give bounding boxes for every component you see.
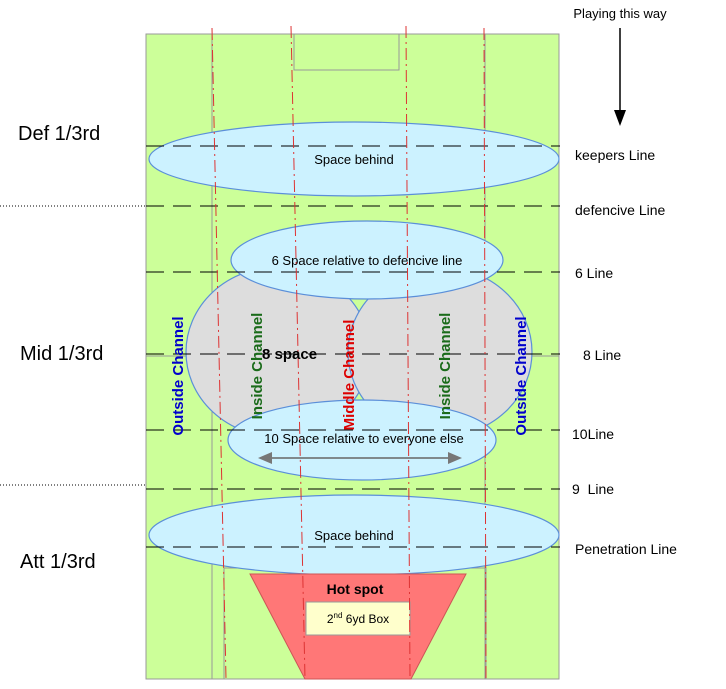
- arrow-left-head: [258, 452, 272, 464]
- space-10-label: 10 Space relative to everyone else: [264, 431, 463, 446]
- outside-channel-left-label: Outside Channel: [170, 316, 187, 435]
- nine-line-label: 9 Line: [572, 481, 614, 497]
- channel-line-3: [405, 25, 411, 680]
- space-6-zone: [230, 220, 504, 300]
- eight-line-label: 8 Line: [583, 347, 621, 363]
- ten-line-label: 10Line: [572, 426, 614, 442]
- def-third-label: Def 1/3rd: [18, 123, 100, 145]
- middle-channel-label: Middle Channel: [341, 320, 358, 431]
- space-behind-bottom-label: Space behind: [314, 528, 394, 543]
- keepers-line-label: keepers Line: [575, 147, 655, 163]
- space-8-label: 8 space: [262, 346, 317, 363]
- channel-line-2: [290, 25, 306, 680]
- inside-channel-right-label: Inside Channel: [437, 313, 454, 420]
- hot-spot-label: Hot spot: [327, 581, 384, 597]
- defensive-line-label: defencive Line: [575, 202, 666, 218]
- space-10-zone: [227, 399, 497, 481]
- top-goal-box: [293, 33, 400, 71]
- direction-label: Playing this way: [573, 6, 667, 21]
- inside-channel-left-label: Inside Channel: [249, 313, 266, 420]
- space-behind-top-label: Space behind: [314, 152, 394, 167]
- second-6yd-box-label: 2nd 6yd Box: [327, 611, 389, 626]
- direction-arrow-head: [614, 110, 626, 126]
- penetration-line-label: Penetration Line: [575, 541, 677, 557]
- six-line-label: 6 Line: [575, 265, 613, 281]
- space-behind-top-zone: [148, 121, 560, 197]
- second-6yd-box: [305, 601, 411, 636]
- channel-line-1: [211, 27, 227, 680]
- outside-channel-right-label: Outside Channel: [513, 316, 530, 435]
- space-6-label: 6 Space relative to defencive line: [272, 253, 463, 268]
- arrow-right-head: [448, 452, 462, 464]
- att-third-label: Att 1/3rd: [20, 551, 96, 573]
- mid-third-label: Mid 1/3rd: [20, 343, 103, 365]
- channel-line-4: [483, 27, 487, 680]
